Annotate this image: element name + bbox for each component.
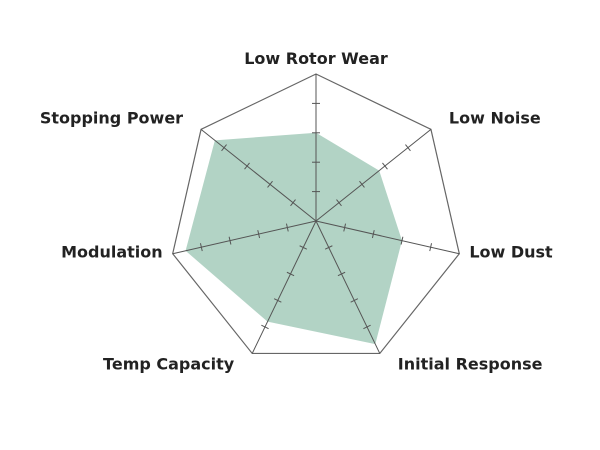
axis-tick: [285, 223, 289, 232]
axis-tick: [359, 180, 365, 188]
axis-tick: [221, 144, 227, 152]
axis-spoke: [315, 128, 432, 222]
axis-tick: [371, 230, 375, 239]
axis-tick: [273, 298, 282, 303]
axis-label: Low Dust: [469, 243, 553, 262]
axis-spoke: [251, 220, 317, 354]
axis-label: Temp Capacity: [103, 354, 235, 373]
axis-tick: [199, 243, 203, 252]
axis-tick: [299, 245, 308, 250]
axis-tick: [244, 162, 250, 170]
axis-tick: [429, 243, 433, 252]
axis-spoke: [315, 220, 460, 255]
axis-tick: [337, 271, 346, 277]
axis-tick: [324, 245, 333, 250]
axis-tick: [405, 144, 411, 152]
axis-tick: [343, 223, 347, 232]
axis-tick: [336, 199, 342, 207]
outer-grid: [172, 73, 460, 355]
axis-tick: [257, 230, 261, 239]
axis-tick: [290, 199, 296, 207]
axis-tick: [228, 236, 232, 245]
axis-tick: [350, 298, 359, 303]
axis-spoke: [200, 128, 317, 222]
axis-spoke: [172, 220, 317, 255]
axis-tick: [267, 180, 273, 188]
axis-tick: [261, 324, 269, 330]
axis-tick: [400, 236, 404, 245]
axis-label: Low Noise: [449, 108, 541, 127]
axis-label: Modulation: [61, 243, 163, 262]
axis-tick: [363, 324, 371, 330]
axis-tick: [286, 271, 295, 277]
axis-label: Stopping Power: [40, 108, 183, 127]
axis-tick: [382, 162, 388, 170]
axis-label: Initial Response: [398, 354, 543, 373]
axis-label: Low Rotor Wear: [244, 49, 388, 68]
axis-spoke: [315, 220, 381, 354]
series-area: [185, 132, 402, 345]
